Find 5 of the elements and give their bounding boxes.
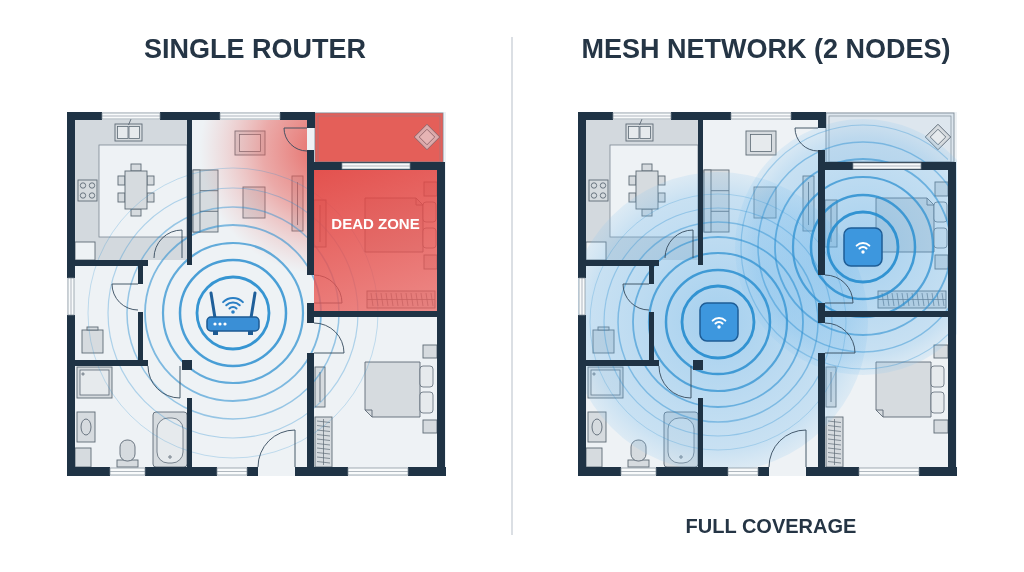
zone-label: DEAD ZONE <box>331 215 420 233</box>
dead-zone-area <box>314 170 437 311</box>
panel-caption: FULL COVERAGE <box>685 514 857 537</box>
panel-title: SINGLE ROUTER <box>144 34 366 65</box>
panel-title: MESH NETWORK (2 NODES) <box>581 34 951 65</box>
